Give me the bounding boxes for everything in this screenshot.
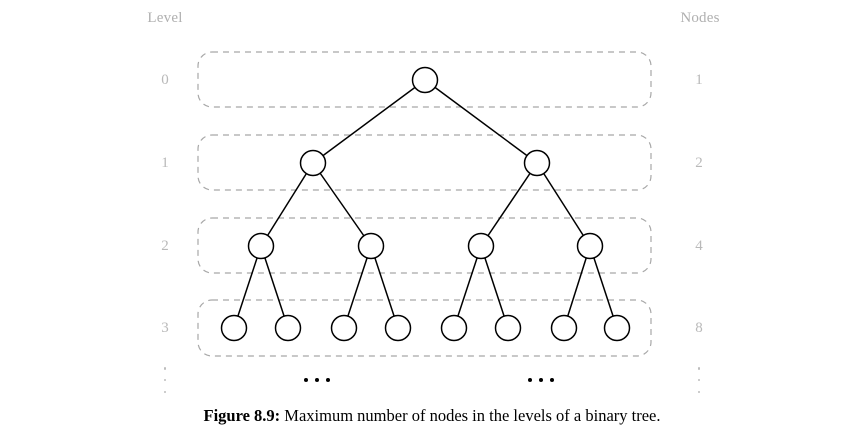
tree-edge <box>589 245 618 329</box>
dot <box>550 378 554 382</box>
tree-continuation-ellipsis-right-icon <box>528 378 554 382</box>
tree-node <box>384 314 412 342</box>
tree-edge <box>563 245 591 329</box>
node-count-label-2: 4 <box>695 238 703 254</box>
tree-node <box>330 314 358 342</box>
tree-edge <box>260 162 314 247</box>
dot <box>539 378 543 382</box>
tree-edge <box>233 245 262 329</box>
tree-node <box>440 314 468 342</box>
tree-edge <box>480 162 538 247</box>
dot <box>697 367 701 370</box>
figure-caption: Figure 8.9: Maximum number of nodes in t… <box>0 406 864 426</box>
tree-node <box>274 314 302 342</box>
tree-edge <box>480 245 509 329</box>
tree-edge <box>424 79 538 164</box>
dot <box>326 378 330 382</box>
level-label-1: 1 <box>161 155 169 171</box>
tree-node <box>494 314 522 342</box>
level-label-0: 0 <box>161 72 169 88</box>
tree-edge <box>312 79 426 164</box>
dot <box>697 390 701 393</box>
figure-caption-label: Figure 8.9: <box>203 406 281 425</box>
figure-caption-text: Maximum number of nodes in the levels of… <box>284 406 661 425</box>
tree-edge <box>536 162 591 247</box>
nodes-continuation-ellipsis-icon <box>694 367 704 393</box>
tree-node <box>299 149 327 177</box>
tree-continuation-ellipsis-left-icon <box>304 378 330 382</box>
tree-edge <box>312 162 372 247</box>
node-count-label-0: 1 <box>695 72 703 88</box>
nodes-column-header: Nodes <box>680 10 720 26</box>
dot <box>315 378 319 382</box>
level-box-1 <box>197 134 652 191</box>
dot <box>163 367 167 370</box>
tree-node <box>247 232 275 260</box>
tree-node <box>220 314 248 342</box>
tree-node <box>357 232 385 260</box>
level-label-3: 3 <box>161 320 169 336</box>
tree-node <box>523 149 551 177</box>
tree-edge <box>343 245 372 329</box>
dot <box>163 378 167 382</box>
tree-edge <box>370 245 399 329</box>
node-count-label-3: 8 <box>695 320 703 336</box>
tree-node <box>603 314 631 342</box>
level-box-2 <box>197 217 652 274</box>
tree-node <box>576 232 604 260</box>
level-box-3 <box>197 299 652 357</box>
tree-node <box>467 232 495 260</box>
dot <box>697 378 701 382</box>
node-count-label-1: 2 <box>695 155 703 171</box>
tree-node <box>411 66 439 94</box>
dot <box>163 390 167 393</box>
level-label-2: 2 <box>161 238 169 254</box>
dot <box>528 378 532 382</box>
tree-node <box>550 314 578 342</box>
dot <box>304 378 308 382</box>
tree-edge <box>453 245 482 329</box>
level-continuation-ellipsis-icon <box>160 367 170 393</box>
level-column-header: Level <box>147 10 183 26</box>
tree-edge <box>260 245 289 329</box>
